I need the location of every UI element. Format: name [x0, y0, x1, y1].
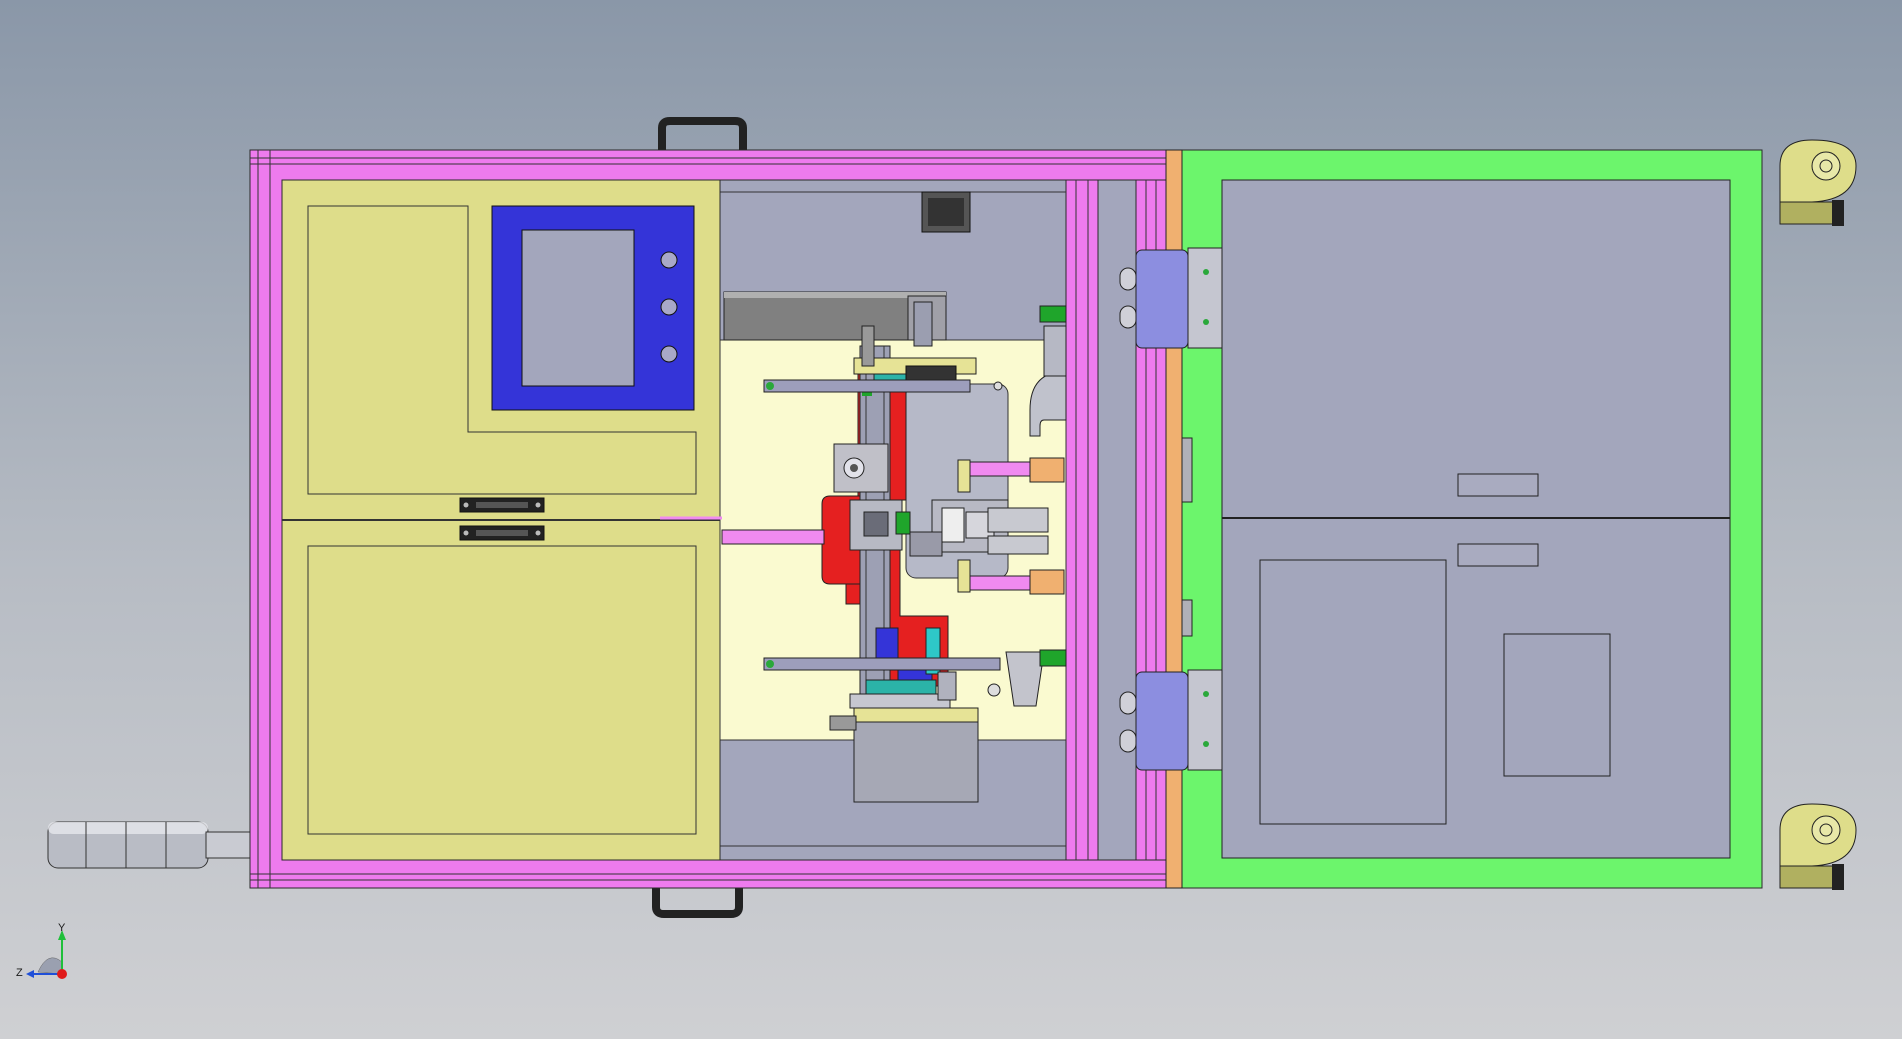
view-orientation-triad: Y Z	[16, 922, 67, 979]
right-enclosure-frame	[1181, 149, 1763, 889]
door-latch-lower	[459, 525, 545, 541]
triad-z-label: Z	[16, 967, 23, 979]
triad-y-label: Y	[58, 922, 66, 934]
caster-bottom-right	[1779, 803, 1857, 890]
bottom-carry-handle	[652, 887, 743, 918]
hinge-lower	[1119, 669, 1223, 771]
hmi-button-3	[660, 345, 678, 363]
hmi-button-1	[660, 251, 678, 269]
hmi-button-2	[660, 298, 678, 316]
door-latch-upper	[459, 497, 545, 513]
mechanism-assembly	[660, 191, 1067, 803]
caster-top-right	[1779, 139, 1857, 226]
hinge-upper	[1119, 247, 1223, 349]
triad-x-axis	[57, 969, 67, 979]
hmi-touch-panel	[491, 205, 695, 411]
left-pull-handle	[47, 821, 251, 869]
top-carry-handle	[658, 117, 747, 150]
